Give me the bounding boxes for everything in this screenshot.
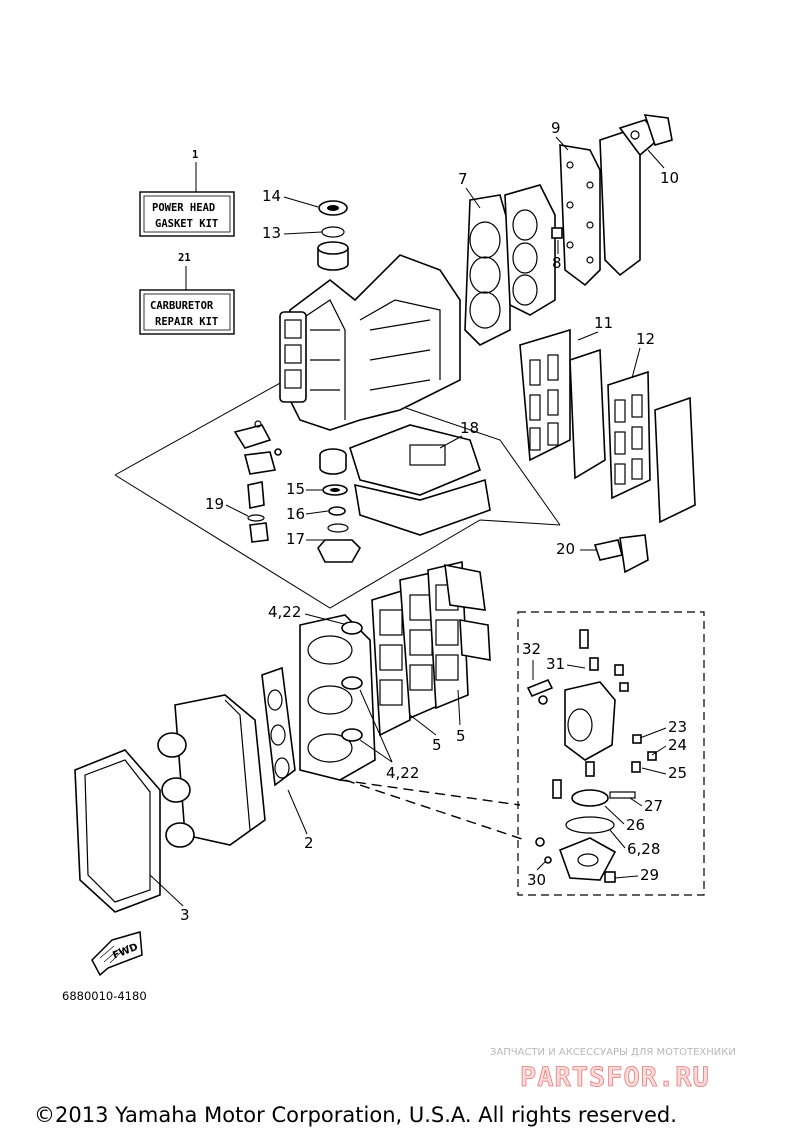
callout-11: 11 <box>594 314 613 332</box>
water-pump-parts: 19 <box>205 420 282 543</box>
kit-label-line1: CARBURETOR <box>150 300 214 312</box>
lower-seal-stack: 15 16 17 <box>286 448 361 563</box>
copyright-notice: ©2013 Yamaha Motor Corporation, U.S.A. A… <box>34 1103 677 1127</box>
callout-3: 3 <box>180 906 190 924</box>
kit-label-line2: REPAIR KIT <box>155 316 218 328</box>
watermark-tagline: ЗАПЧАСТИ И АКСЕССУАРЫ ДЛЯ МОТОТЕХНИКИ <box>490 1047 736 1058</box>
carburetor-assembly: 32 31 23 24 25 27 26 6,28 29 30 <box>522 629 687 889</box>
callout-2: 2 <box>304 834 314 852</box>
callout-15: 15 <box>286 480 305 498</box>
callout-4-22-top: 4,22 <box>268 603 301 621</box>
callout-8: 8 <box>552 254 562 272</box>
watermark-brand: PARTSFOR.RU <box>520 1062 710 1093</box>
cylinder-head-gasket: 7 <box>458 170 511 346</box>
callout-9: 9 <box>551 119 561 137</box>
thermostat-cover: 10 <box>618 114 679 187</box>
callout-7: 7 <box>458 170 468 188</box>
silencer-box: 3 <box>74 694 266 924</box>
exhaust-gasket-outer: 12 <box>607 330 696 524</box>
callout-1: 1 <box>192 149 198 161</box>
carburetor-group-frame <box>517 611 705 896</box>
intake-manifold: 4,22 4,22 <box>268 603 419 782</box>
callout-14: 14 <box>262 187 281 205</box>
callout-21: 21 <box>178 252 191 264</box>
callout-5b: 5 <box>456 727 466 745</box>
callout-20: 20 <box>556 540 575 558</box>
callout-12: 12 <box>636 330 655 348</box>
callout-5a: 5 <box>432 736 442 754</box>
callout-24: 24 <box>668 736 687 754</box>
exhaust-gasket-inner: 11 <box>519 314 613 480</box>
callout-4-22-bottom: 4,22 <box>386 764 419 782</box>
kit-label-line2: GASKET KIT <box>155 218 218 230</box>
callout-18: 18 <box>460 419 479 437</box>
callout-27: 27 <box>644 797 663 815</box>
shift-lever-part: 20 <box>556 534 649 574</box>
cylinder-head <box>504 184 556 316</box>
callout-23: 23 <box>668 718 687 736</box>
exhaust-guide-gasket: 18 <box>349 419 491 536</box>
fwd-arrow-icon: FWD <box>91 931 143 977</box>
part-code: 6880010-4180 <box>62 989 147 1003</box>
anode-bolt: 8 <box>551 227 563 272</box>
callout-30: 30 <box>527 871 546 889</box>
cylinder-block <box>279 254 461 431</box>
callout-17: 17 <box>286 530 305 548</box>
manifold-gasket: 2 <box>261 666 314 852</box>
power-head-gasket-kit-label: 1 POWER HEAD GASKET KIT <box>139 149 235 237</box>
top-seal-stack: 14 13 <box>262 187 349 271</box>
callout-13: 13 <box>262 224 281 242</box>
callout-29: 29 <box>640 866 659 884</box>
callout-25: 25 <box>668 764 687 782</box>
callout-16: 16 <box>286 505 305 523</box>
kit-label-line1: POWER HEAD <box>152 202 215 214</box>
head-cover-gasket: 9 <box>551 119 641 287</box>
callout-19: 19 <box>205 495 224 513</box>
reed-valve-gaskets: 5 5 <box>371 561 491 754</box>
callout-32: 32 <box>522 640 541 658</box>
callout-26: 26 <box>626 816 645 834</box>
callout-10: 10 <box>660 169 679 187</box>
callout-31: 31 <box>546 655 565 673</box>
carburetor-repair-kit-label: 21 CARBURETOR REPAIR KIT <box>139 252 235 335</box>
callout-6-28: 6,28 <box>627 840 660 858</box>
